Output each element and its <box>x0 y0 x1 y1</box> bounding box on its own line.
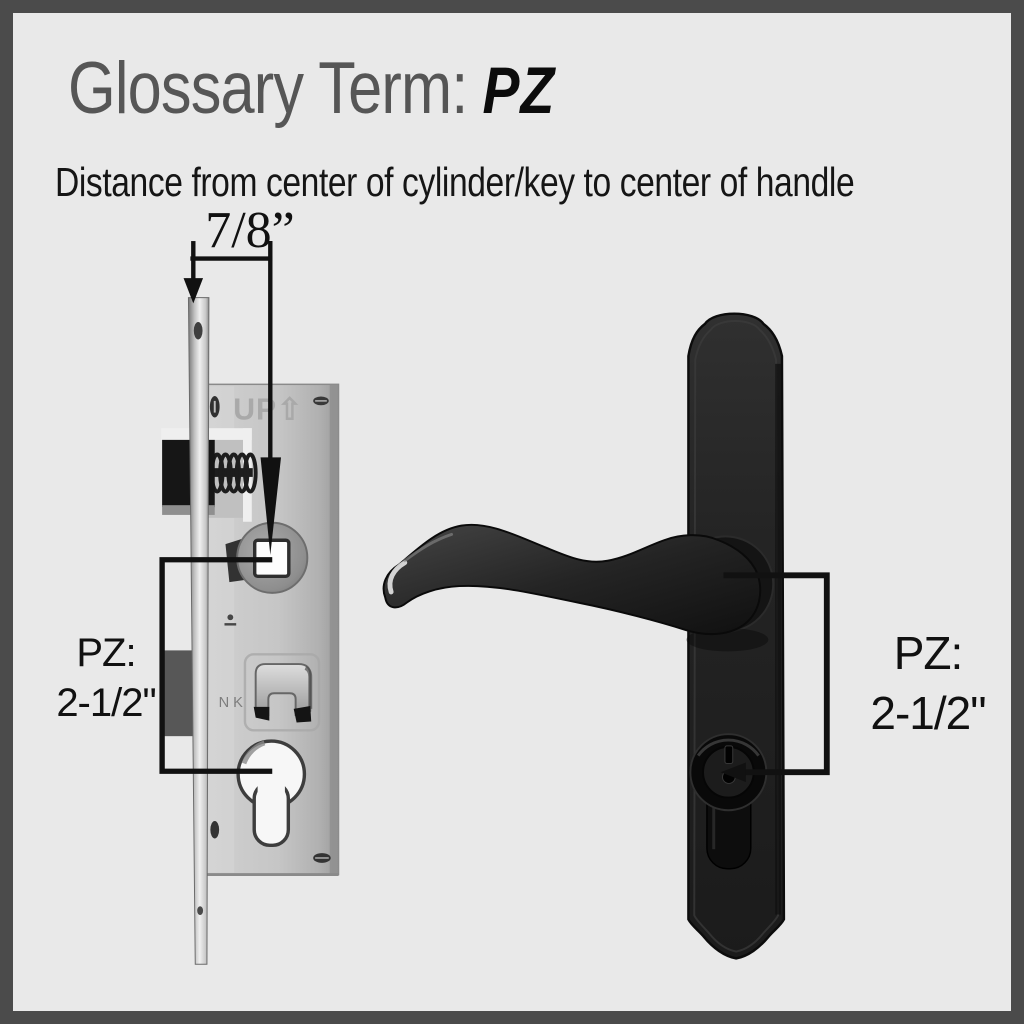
faceplate-dot-icon <box>197 906 204 916</box>
pz-left-line2: 2-1/2" <box>56 681 156 725</box>
left-arrow-icon <box>720 762 746 782</box>
latch-spring <box>209 452 258 494</box>
title-row: Glossary Term: PZ <box>68 47 555 130</box>
diagram-canvas: UP⇧ <box>159 241 830 965</box>
backset-dimension <box>183 241 282 555</box>
backplate-bevel <box>693 320 780 953</box>
page-title: Glossary Term: <box>68 48 468 129</box>
pz-bracket-right <box>720 572 830 782</box>
faceplate-hole-icon <box>193 321 203 340</box>
backplate-edge-shadow <box>775 363 781 915</box>
glossary-term: PZ <box>482 53 556 127</box>
pz-bracket-left <box>159 557 273 774</box>
pz-left-label: PZ: 2-1/2" <box>31 628 181 728</box>
pz-left-line1: PZ: <box>76 631 136 675</box>
definition-text: Distance from center of cylinder/key to … <box>55 159 855 205</box>
hook-follower <box>243 653 321 732</box>
long-down-arrow-icon <box>260 457 282 555</box>
case-edge-shadow <box>329 384 339 875</box>
pz-right-line1: PZ: <box>893 627 964 679</box>
handle-illustration <box>382 312 786 960</box>
maker-stamp: NK <box>219 695 247 711</box>
euro-cylinder-hole <box>236 739 307 848</box>
case-screw-bottom-icon <box>210 820 220 839</box>
case-mark <box>224 614 237 626</box>
backset-dimension-label: 7/8” <box>205 202 295 259</box>
dimension-annotations <box>159 241 830 782</box>
handle-lever <box>382 523 762 636</box>
up-stamp: UP⇧ <box>233 393 303 426</box>
faceplate <box>187 297 210 965</box>
lever-highlight <box>387 560 408 595</box>
lock-case: UP⇧ <box>161 383 340 877</box>
pz-right-line2: 2-1/2" <box>870 687 986 739</box>
pz-right-label: PZ: 2-1/2" <box>853 623 1003 743</box>
keyway-icon <box>724 745 734 764</box>
down-arrow-icon <box>183 278 204 304</box>
mortise-lock-illustration: UP⇧ <box>161 297 340 965</box>
